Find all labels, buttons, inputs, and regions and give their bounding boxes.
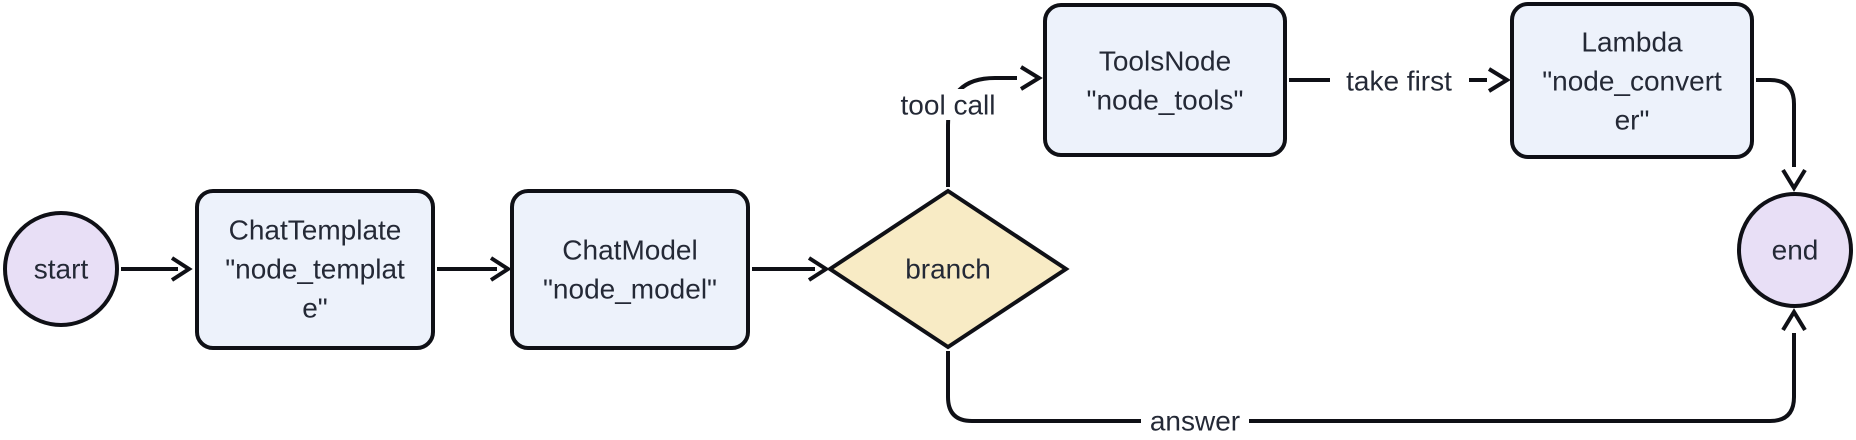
node-start: start bbox=[3, 211, 119, 327]
node-end-label: end bbox=[1772, 235, 1819, 266]
tools-node-rect bbox=[1043, 3, 1287, 157]
chat-template-rect bbox=[195, 189, 435, 350]
node-converter: Lambda "node_convert er" bbox=[1510, 2, 1754, 159]
node-chat-template-line3: e" bbox=[302, 293, 328, 324]
edge-line bbox=[946, 333, 1796, 423]
node-branch: branch bbox=[826, 188, 1070, 350]
node-end: end bbox=[1737, 192, 1853, 308]
edge-label-take-first: take first bbox=[1346, 66, 1452, 97]
arrow-right-icon bbox=[1019, 65, 1043, 91]
edge-branch-to-end: answer bbox=[946, 308, 1807, 437]
node-chat-template-line2: "node_templat bbox=[225, 254, 405, 285]
node-chat-model: ChatModel "node_model" bbox=[510, 189, 750, 350]
arrow-right-icon bbox=[489, 256, 512, 282]
end-circle bbox=[1737, 192, 1853, 308]
edge-tools-to-converter: take first bbox=[1289, 63, 1511, 97]
arrow-right-icon bbox=[1487, 67, 1511, 93]
chat-model-rect bbox=[510, 189, 750, 350]
edge-label-background bbox=[1141, 405, 1249, 437]
edge-chatmodel-to-branch bbox=[752, 256, 830, 282]
node-chat-model-line2: "node_model" bbox=[543, 274, 717, 305]
arrow-right-icon bbox=[170, 256, 193, 282]
arrow-down-icon bbox=[1781, 168, 1807, 192]
node-chat-template-line1: ChatTemplate bbox=[229, 215, 402, 246]
lambda-rect bbox=[1510, 2, 1754, 159]
edge-label-background bbox=[1330, 63, 1469, 97]
arrow-right-icon bbox=[807, 256, 830, 282]
start-circle bbox=[3, 211, 119, 327]
node-chat-template: ChatTemplate "node_templat e" bbox=[195, 189, 435, 350]
edge-label-answer: answer bbox=[1150, 406, 1240, 437]
edge-chattemplate-to-chatmodel bbox=[437, 256, 512, 282]
branch-diamond bbox=[826, 188, 1070, 350]
edge-converter-to-end bbox=[1756, 78, 1807, 192]
node-branch-label: branch bbox=[905, 254, 991, 285]
edge-branch-to-tools: tool call bbox=[891, 65, 1043, 187]
edge-start-to-chattemplate bbox=[121, 256, 193, 282]
edge-label-background bbox=[891, 89, 1005, 120]
node-chat-model-line1: ChatModel bbox=[562, 235, 697, 266]
node-start-label: start bbox=[34, 254, 89, 285]
node-converter-line3: er" bbox=[1615, 105, 1650, 136]
edge-line bbox=[1756, 78, 1796, 167]
edge-label-tool-call: tool call bbox=[901, 90, 996, 121]
node-tools-line1: ToolsNode bbox=[1099, 46, 1231, 77]
node-converter-line1: Lambda bbox=[1581, 27, 1683, 58]
node-converter-line2: "node_convert bbox=[1542, 66, 1722, 97]
node-tools: ToolsNode "node_tools" bbox=[1043, 3, 1287, 157]
arrow-up-icon bbox=[1781, 308, 1807, 332]
node-tools-line2: "node_tools" bbox=[1087, 85, 1244, 116]
